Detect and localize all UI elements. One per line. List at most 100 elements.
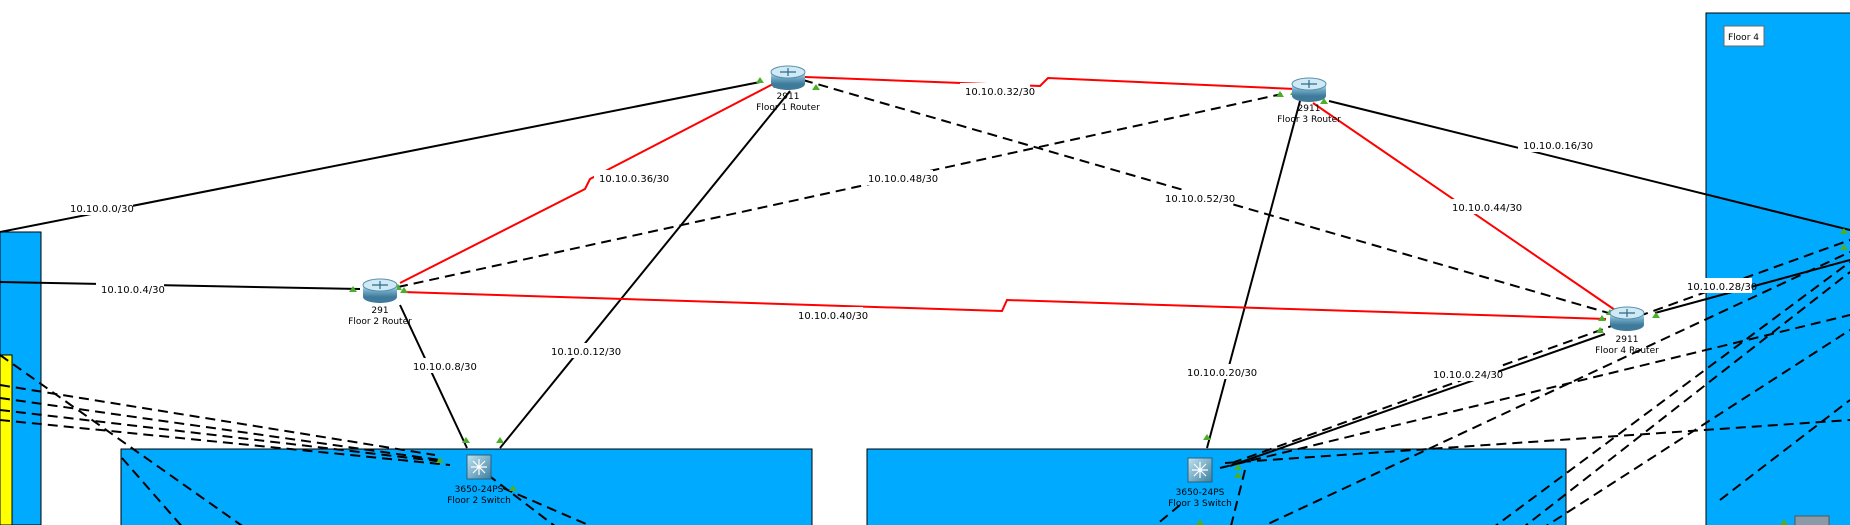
link-endpoint-up [1203, 434, 1211, 440]
link-r1-r3[interactable] [804, 76, 1296, 90]
access-link[interactable] [0, 397, 441, 461]
link-label-bg [1182, 364, 1252, 379]
access-link[interactable] [1520, 271, 1850, 525]
link-r2-r4[interactable] [402, 291, 1607, 320]
link-endpoint-up [1276, 91, 1284, 97]
link-endpoint-up [1234, 472, 1242, 478]
link-r4-floor4[interactable] [1654, 259, 1850, 314]
router-name: Floor 4 Router [1595, 346, 1659, 356]
link-label-bg [65, 200, 133, 215]
link-label-bg [960, 83, 1030, 98]
access-link[interactable] [0, 354, 248, 525]
link-endpoint-up [1596, 327, 1604, 333]
link-label-l1: 10.10.0.0/30 [70, 204, 134, 215]
link-label-bg [408, 358, 476, 373]
access-link[interactable] [1230, 469, 1246, 525]
access-link[interactable] [1150, 504, 1181, 525]
router-floor-2[interactable]: 291 Floor 2 Router [348, 278, 412, 327]
link-label-bg [1682, 278, 1752, 293]
link-label-bg [1160, 190, 1230, 205]
link-label-bg [546, 343, 616, 358]
router-floor-3[interactable]: 2911 Floor 3 Router [1277, 77, 1341, 125]
link-label-bg [793, 307, 863, 322]
link-label-l11: 10.10.0.40/30 [798, 311, 868, 322]
link-r4-s3[interactable] [1229, 333, 1606, 467]
link-endpoint-up [496, 437, 504, 443]
router-arrows-icon [1619, 309, 1635, 317]
access-link[interactable] [502, 487, 600, 525]
link-label-l13: 10.10.0.48/30 [868, 174, 938, 185]
link-endpoint-up [349, 286, 357, 292]
area-floor-4-label-box [1723, 25, 1765, 47]
link-label-l12: 10.10.0.44/30 [1452, 203, 1522, 214]
link-r3-floor4[interactable] [1328, 100, 1850, 231]
area-floor-3[interactable] [866, 448, 1567, 525]
router-model: 2911 [1616, 335, 1639, 345]
link-label-l10: 10.10.0.36/30 [599, 174, 669, 185]
switch-model: 3650-24PS [1176, 488, 1225, 498]
link-label-l14: 10.10.0.52/30 [1165, 194, 1235, 205]
access-link[interactable] [0, 384, 436, 456]
link-r1-s2[interactable] [499, 90, 791, 449]
link-label-bg [594, 170, 664, 185]
link-endpoint-up [1196, 519, 1204, 525]
link-label-l5: 10.10.0.16/30 [1523, 141, 1593, 152]
switch-model: 3650-24PS [455, 485, 504, 495]
router-model: 2911 [777, 92, 800, 102]
link-endpoint-up [1780, 519, 1788, 525]
link-endpoint-up [400, 287, 408, 293]
router-floor-1[interactable]: 2911 Floor 1 Router [756, 65, 820, 113]
access-link[interactable] [1540, 329, 1850, 525]
switch-name: Floor 3 Switch [1168, 499, 1232, 509]
area-floor-4-label: Floor 4 [1728, 33, 1759, 43]
link-label-bg [863, 170, 933, 185]
link-endpoint-up [812, 84, 820, 90]
router-floor-4[interactable]: 2911 Floor 4 Router [1595, 306, 1659, 356]
access-link[interactable] [1719, 399, 1850, 501]
router-name: Floor 2 Router [348, 317, 412, 327]
router-name: Floor 1 Router [756, 103, 820, 113]
area-floor-4[interactable] [1705, 12, 1850, 525]
link-endpoint-up [1234, 464, 1242, 470]
link-label-l7: 10.10.0.24/30 [1433, 370, 1503, 381]
router-arrows-icon [1301, 80, 1317, 88]
router-model: 2911 [1298, 104, 1321, 114]
link-endpoint-up [509, 485, 517, 491]
link-label-bg [1447, 199, 1517, 214]
floor-4-device-partial[interactable] [1794, 515, 1830, 525]
switch-arrows-icon [471, 459, 487, 475]
switch-floor-2[interactable]: 3650-24PS Floor 2 Switch [447, 454, 511, 506]
link-label-l3: 10.10.0.8/30 [413, 362, 477, 373]
access-link[interactable] [1231, 239, 1850, 464]
access-link[interactable] [0, 419, 451, 466]
access-link[interactable] [1219, 314, 1850, 469]
link-endpoint-up [1840, 244, 1848, 250]
link-endpoint-up [462, 437, 470, 443]
link-label-bg [96, 281, 164, 296]
link-label-bg [1428, 366, 1498, 381]
link-endpoint-up [1652, 312, 1660, 318]
link-endpoint-up [756, 77, 764, 83]
switch-name: Floor 2 Switch [447, 496, 511, 506]
router-arrows-icon [780, 68, 796, 76]
link-r2-r3[interactable] [397, 93, 1283, 288]
switch-floor-3[interactable]: 3650-24PS Floor 3 Switch [1168, 457, 1232, 509]
link-label-l9: 10.10.0.32/30 [965, 87, 1035, 98]
area-yellow-edge[interactable] [0, 354, 13, 525]
switch-arrows-icon [1192, 462, 1208, 478]
link-r3-s3[interactable] [1206, 100, 1301, 449]
link-label-bg [1518, 137, 1588, 152]
access-link[interactable] [1224, 419, 1850, 464]
link-r2-s2[interactable] [399, 304, 468, 449]
link-endpoint-up [1840, 228, 1848, 234]
link-endpoint-up [1320, 98, 1328, 104]
link-endpoint-up [436, 457, 444, 463]
link-edge-r2[interactable] [0, 281, 361, 290]
router-model: 291 [371, 306, 388, 316]
access-link[interactable] [1255, 251, 1850, 525]
access-link[interactable] [1490, 261, 1850, 525]
access-link[interactable] [0, 409, 446, 463]
link-r1-r2[interactable] [399, 82, 776, 284]
link-label-l2: 10.10.0.4/30 [101, 285, 165, 296]
